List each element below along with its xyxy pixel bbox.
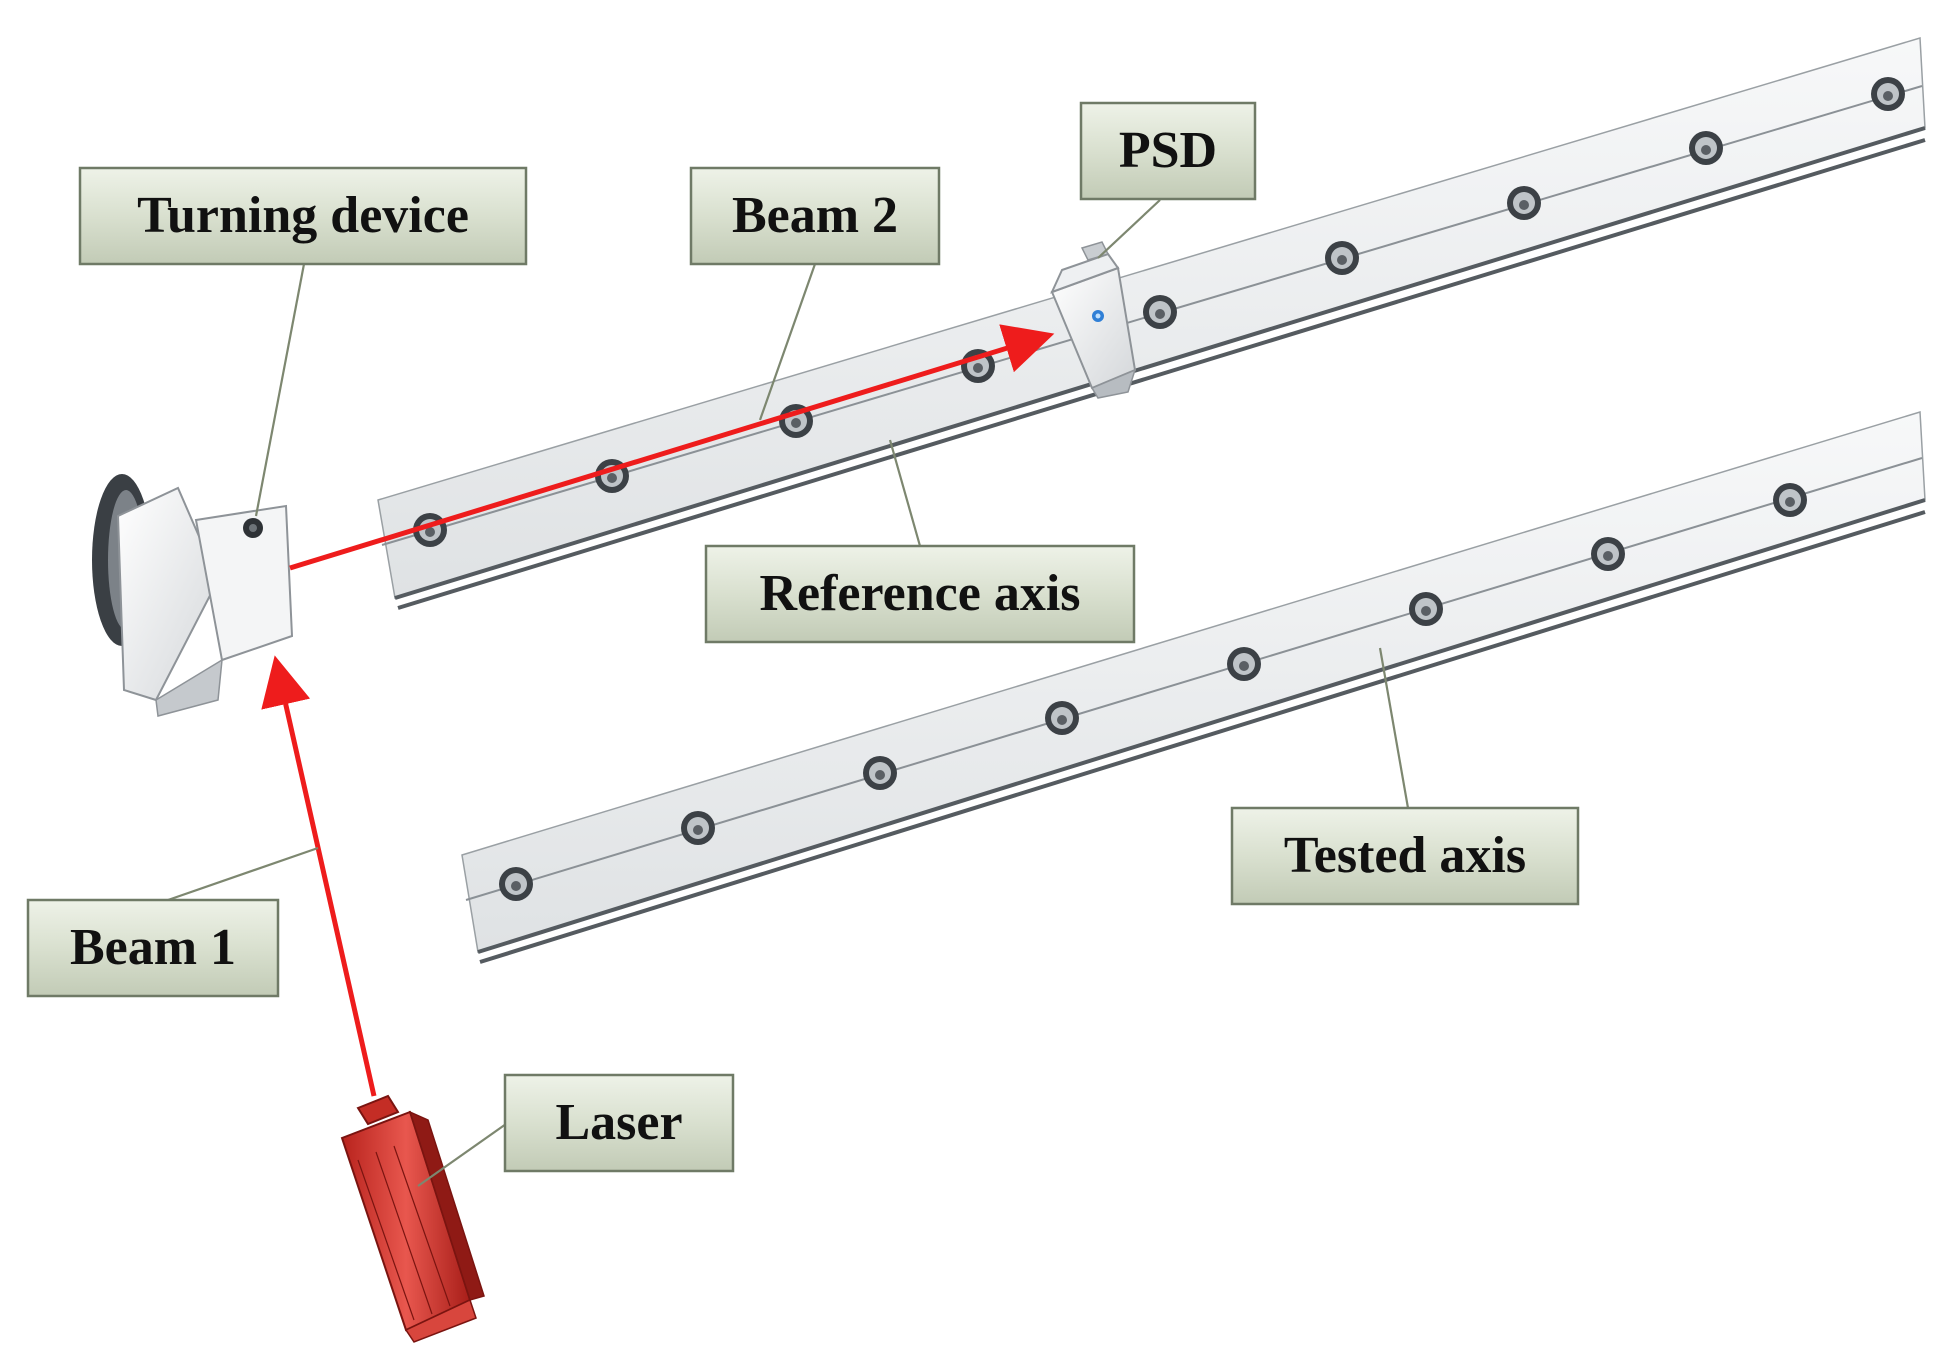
beam-1-arrow [261, 655, 377, 1097]
svg-text:Beam 1: Beam 1 [70, 919, 236, 976]
rail-holes [499, 483, 1807, 901]
leader-lines [167, 199, 1410, 1187]
svg-text:Reference axis: Reference axis [759, 565, 1080, 622]
label-psd: PSD [1079, 101, 1257, 201]
laser-source [340, 1094, 485, 1343]
label-beam-1: Beam 1 [26, 898, 280, 998]
rail-holes [413, 77, 1905, 547]
svg-text:Laser: Laser [555, 1094, 682, 1151]
label-beam-2: Beam 2 [689, 166, 941, 266]
svg-text:Beam 2: Beam 2 [732, 187, 898, 244]
tested-axis-rail [461, 411, 1926, 964]
beam-2-arrow [289, 324, 1055, 571]
svg-text:Tested axis: Tested axis [1284, 827, 1526, 884]
label-laser: Laser [503, 1073, 735, 1173]
label-tested-axis: Tested axis [1230, 806, 1580, 906]
label-reference-axis: Reference axis [704, 544, 1136, 644]
turning-device [92, 474, 294, 717]
svg-text:PSD: PSD [1119, 122, 1217, 179]
svg-text:Turning device: Turning device [137, 187, 469, 244]
psd-detector [1050, 241, 1137, 399]
reference-axis-rail [377, 37, 1926, 610]
label-turning-device: Turning device [78, 166, 528, 266]
